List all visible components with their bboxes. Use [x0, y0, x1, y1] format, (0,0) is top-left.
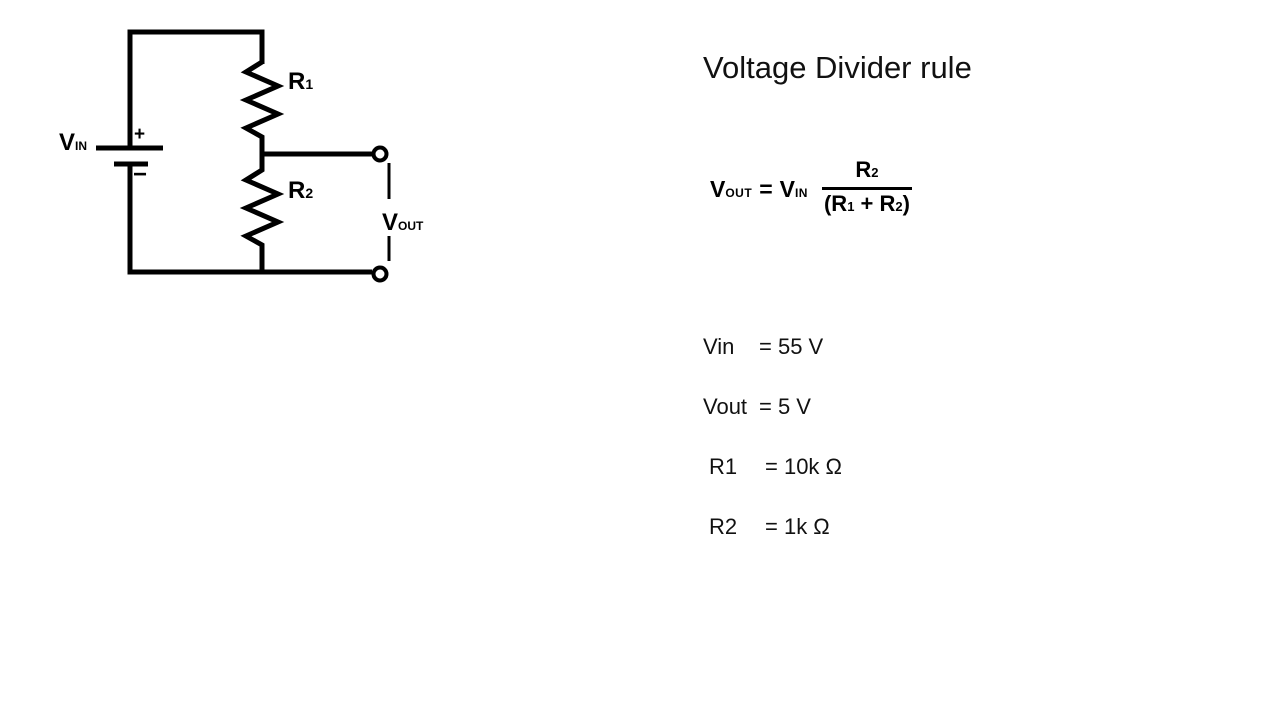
resistor-r1-icon: [239, 59, 285, 156]
battery-plus-icon: +: [134, 124, 145, 145]
terminal-bottom-icon: [371, 265, 389, 283]
formula-fraction: R2 (R1 + R2): [821, 157, 912, 220]
values-list: Vin = 55 V Vout = 5 V R1 = 10k Ω R2 = 1k…: [703, 334, 842, 574]
r2-label: R2: [288, 177, 313, 204]
value-amount: = 5 V: [759, 394, 811, 419]
r1-label: R1: [288, 68, 313, 95]
value-name: Vin: [703, 334, 735, 359]
value-amount: = 55 V: [759, 334, 824, 359]
equals-sign: =: [759, 175, 773, 202]
value-amount: = 1k Ω: [765, 514, 830, 539]
resistor-r2-icon: [239, 154, 285, 272]
formula-lhs: VOUT=VIN: [710, 175, 808, 202]
value-row-vout: Vout = 5 V: [703, 394, 842, 420]
voltage-divider-formula: VOUT=VIN R2 (R1 + R2): [710, 158, 912, 220]
value-amount: = 10k Ω: [765, 454, 842, 479]
wire-bottom: [127, 164, 372, 275]
value-row-vin: Vin = 55 V: [703, 334, 842, 360]
wire-top: [127, 29, 265, 148]
voltage-divider-circuit-diagram: + − VIN R1 R2 VOUT: [59, 29, 424, 283]
terminal-top-icon: [371, 145, 389, 163]
value-row-r2: R2 = 1k Ω: [703, 514, 842, 540]
value-name: R2: [709, 514, 738, 539]
fraction-numerator: R2: [855, 157, 879, 182]
value-name: Vout: [703, 394, 748, 419]
page-title: Voltage Divider rule: [703, 50, 972, 85]
value-row-r1: R1 = 10k Ω: [703, 454, 842, 480]
fraction-denominator: (R1 + R2): [821, 187, 912, 220]
vin-label: VIN: [59, 129, 87, 156]
value-name: R1: [709, 454, 738, 479]
vout-label: VOUT: [382, 209, 424, 236]
battery-minus-icon: −: [133, 161, 147, 188]
